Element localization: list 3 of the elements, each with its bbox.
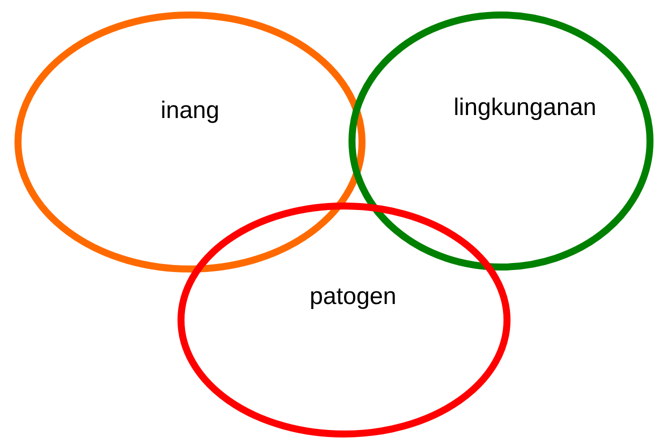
circle-label: inang [160, 97, 220, 125]
circle-label: patogen [310, 283, 396, 311]
circle-label: lingkunganan [454, 94, 596, 122]
